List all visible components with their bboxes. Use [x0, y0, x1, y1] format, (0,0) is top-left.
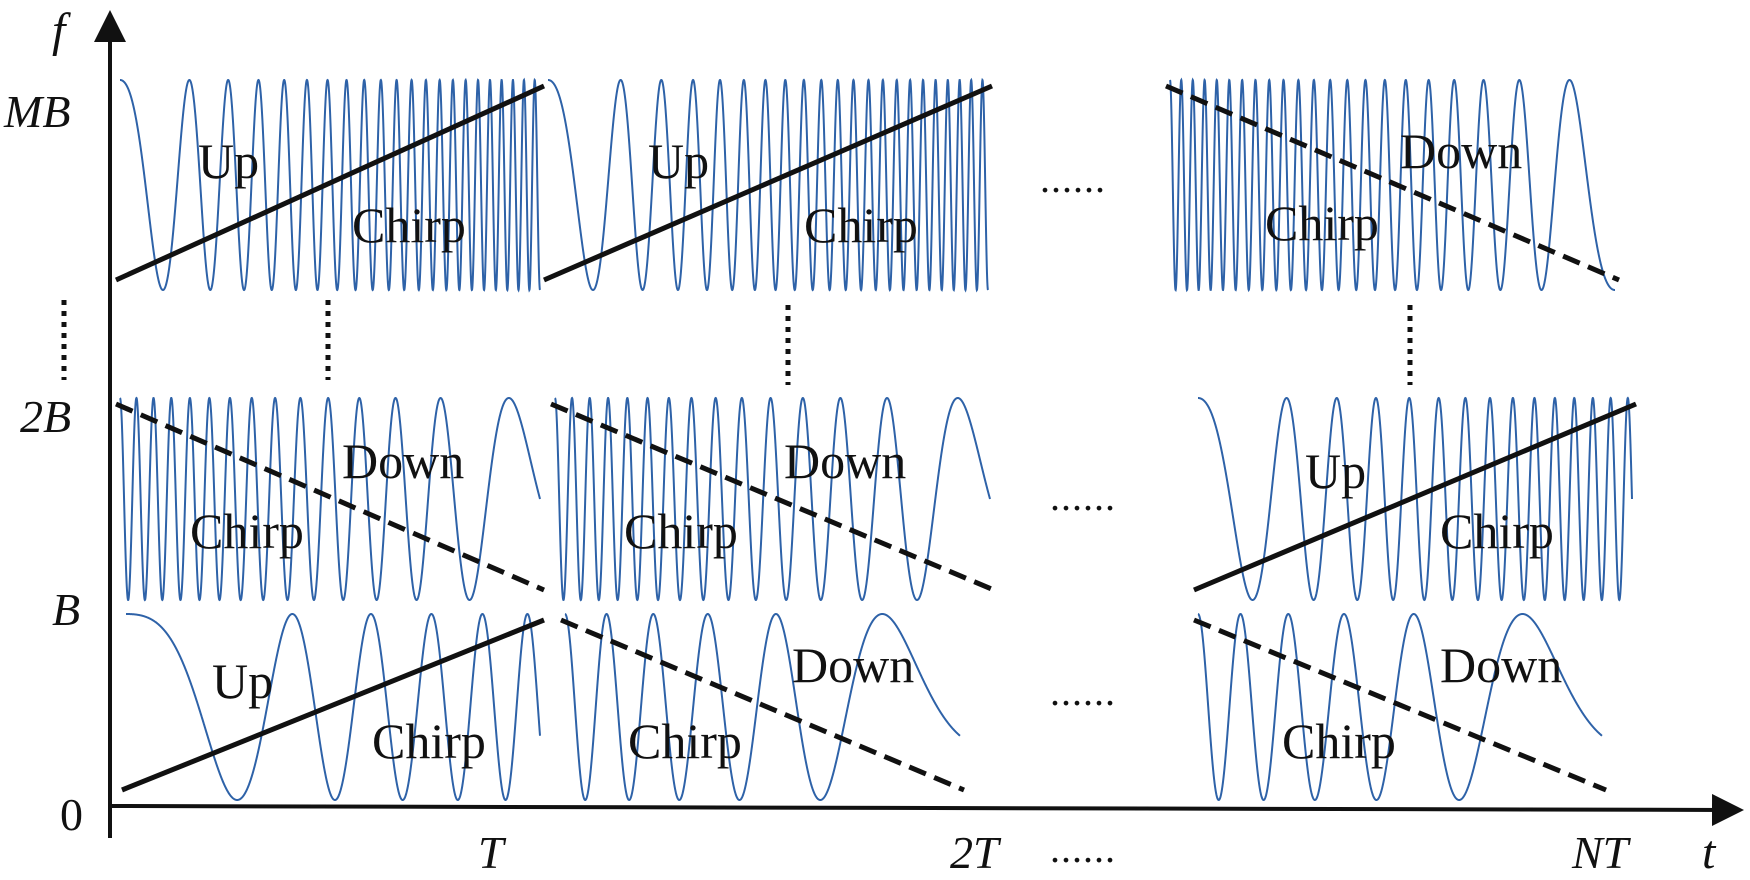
- panel-chirp-label: Chirp: [1282, 713, 1396, 769]
- chirp-panels: UpChirpUpChirpDownChirpDownChirpDownChir…: [114, 77, 1637, 802]
- panel-chirp-label: Chirp: [352, 197, 466, 253]
- up-chirp-line: [543, 83, 993, 283]
- panel-direction-label: Down: [1400, 123, 1522, 179]
- chirp-waveform: [1169, 77, 1615, 293]
- chirp-waveform: [554, 396, 991, 602]
- y-tick-label: 0: [60, 789, 83, 840]
- panel-chirp-label: Chirp: [624, 503, 738, 559]
- panel-chirp-label: Chirp: [190, 503, 304, 559]
- panel-direction-label: Down: [342, 433, 464, 489]
- y-tick-label: B: [52, 584, 80, 635]
- x-axis: [107, 793, 1744, 826]
- panel-direction-label: Down: [792, 637, 914, 693]
- x-tick-label: NT: [1571, 827, 1632, 878]
- panel-direction-label: Down: [784, 433, 906, 489]
- panel-direction-label: Up: [1305, 443, 1366, 499]
- panel-chirp-label: Chirp: [804, 197, 918, 253]
- chirp-waveform: [1198, 396, 1633, 602]
- x-axis-ellipsis: ......: [1050, 826, 1116, 871]
- down-chirp-line: [560, 617, 965, 793]
- x-axis-label: t: [1702, 826, 1717, 879]
- chirp-waveform: [564, 612, 961, 802]
- up-chirp-line: [121, 617, 545, 793]
- row-ellipsis: ......: [1050, 474, 1116, 519]
- panel-direction-label: Up: [648, 133, 709, 189]
- chirp-waveform: [548, 77, 989, 293]
- chirp-waveform: [126, 612, 541, 802]
- x-tick-label: 2T: [950, 827, 1002, 878]
- row-ellipsis: ......: [1040, 156, 1106, 201]
- panel-direction-label: Up: [198, 133, 259, 189]
- up-chirp-line: [1193, 401, 1637, 593]
- x-tick-label: T: [478, 827, 507, 878]
- panel-chirp-label: Chirp: [1265, 195, 1379, 251]
- down-chirp-line: [550, 401, 995, 593]
- row-ellipsis: ......: [1050, 669, 1116, 714]
- chirp-waveform: [119, 396, 541, 602]
- down-chirp-line: [115, 401, 545, 593]
- chirp-waveform: [1197, 612, 1603, 802]
- chirp-waveform: [120, 77, 541, 293]
- panel-chirp-label: Chirp: [628, 713, 742, 769]
- panel-direction-label: Up: [212, 653, 273, 709]
- panel-chirp-label: Chirp: [1440, 503, 1554, 559]
- y-tick-label: MB: [3, 86, 70, 137]
- y-tick-label: 2B: [20, 391, 71, 442]
- panel-direction-label: Down: [1440, 637, 1562, 693]
- down-chirp-line: [1193, 617, 1607, 793]
- up-chirp-line: [114, 83, 546, 283]
- panel-chirp-label: Chirp: [372, 713, 486, 769]
- down-chirp-line: [1165, 83, 1620, 283]
- y-axis-label: f: [52, 4, 71, 57]
